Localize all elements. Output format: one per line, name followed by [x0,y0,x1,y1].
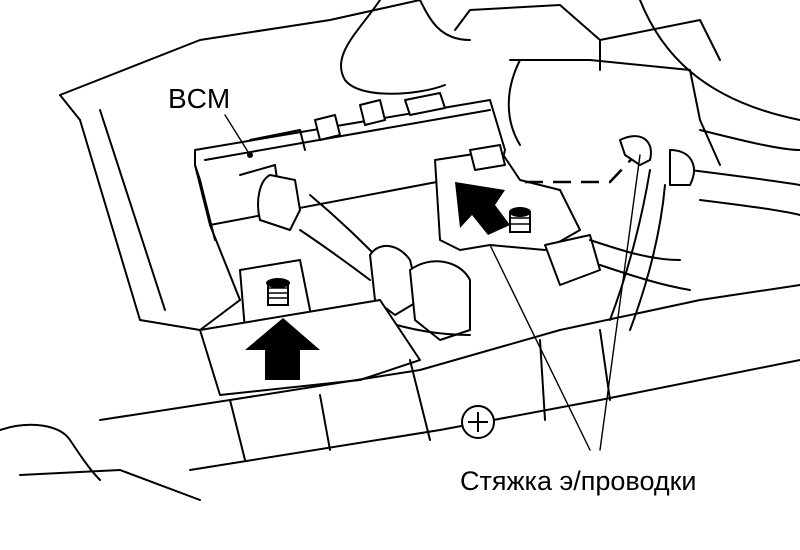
leader-lines [224,114,641,451]
ground-bolt-left-icon [266,278,290,306]
arrow-up-left-icon [245,318,320,380]
lower-cover [0,284,800,501]
screw-icon [461,405,495,439]
harness-clamp-label: Стяжка э/проводки [460,466,697,496]
ground-bolt-right-icon [509,207,531,233]
bcm-connector-left [257,174,471,341]
arrow-down-right-icon [455,182,510,235]
connector-block-right [434,144,691,291]
bcm-label: BCM [168,83,230,114]
background-components [339,0,800,216]
dashed-reference-line [525,149,641,184]
harness-right [609,135,695,331]
